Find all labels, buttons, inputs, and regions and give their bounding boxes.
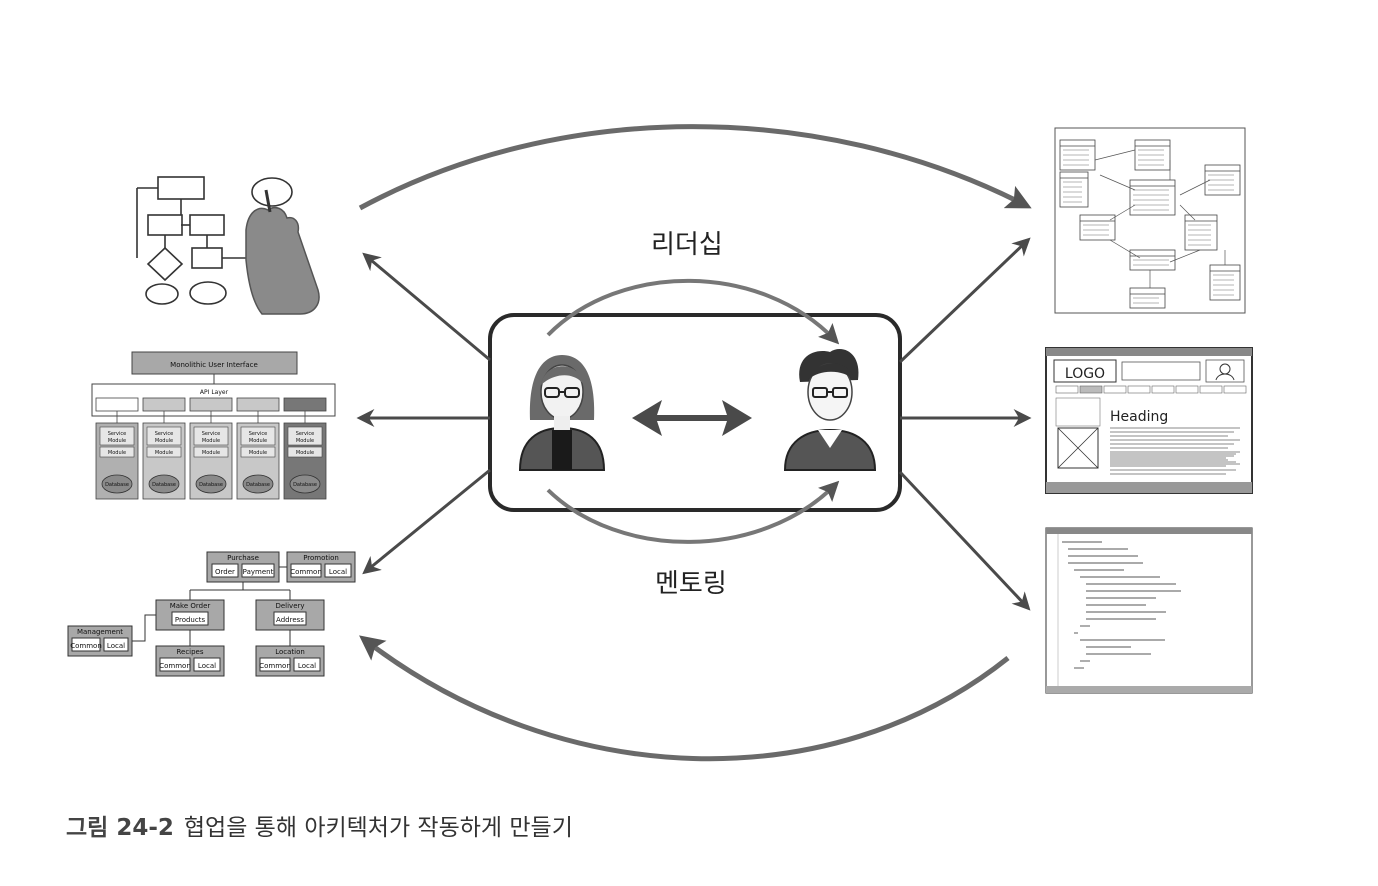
module-label: Module	[202, 438, 220, 444]
svg-text:Management: Management	[77, 628, 123, 636]
wireframe-tab	[1127, 385, 1151, 394]
api-cell	[142, 397, 186, 412]
caption-text: 협업을 통해 아키텍처가 작동하게 만들기	[183, 815, 573, 841]
wireframe-tab	[1103, 385, 1127, 394]
wireframe-logo: LOGO	[1065, 366, 1105, 382]
leadership-curve-arrow	[546, 278, 840, 345]
svg-text:Local: Local	[329, 568, 347, 576]
database-label: Database	[105, 482, 129, 488]
wireframe-tab	[1055, 385, 1079, 394]
flowchart-sketch	[136, 176, 293, 305]
module-label: Module	[249, 450, 267, 456]
wireframe-tab	[1175, 385, 1199, 394]
service-label: Service	[155, 431, 173, 437]
api-cell	[189, 397, 233, 412]
database-icon	[101, 474, 133, 494]
svg-text:Order: Order	[215, 568, 235, 576]
svg-text:Address: Address	[276, 616, 304, 624]
module-label: Module	[155, 438, 173, 444]
service-label: Service	[249, 431, 267, 437]
module-label: Module	[296, 438, 314, 444]
figure-caption: 그림 24-2 협업을 통해 아키텍처가 작동하게 만들기	[66, 808, 573, 842]
woman-avatar-icon	[518, 355, 606, 471]
double-arrow-icon	[632, 400, 752, 436]
svg-text:Make Order: Make Order	[170, 602, 211, 610]
wireframe-tab	[1223, 385, 1247, 394]
service-label: Service	[202, 431, 220, 437]
api-layer-label: API Layer	[200, 389, 229, 396]
uml-class-box	[1184, 214, 1218, 251]
code-window	[1045, 527, 1253, 694]
svg-text:Products: Products	[175, 616, 206, 624]
svg-text:Purchase: Purchase	[227, 554, 259, 562]
uml-class-box	[1059, 171, 1089, 208]
arrow-to-flowchart	[362, 252, 491, 362]
uml-class-box	[1209, 264, 1241, 301]
api-cell	[283, 397, 327, 412]
uml-class-box	[1129, 179, 1176, 216]
svg-text:Delivery: Delivery	[275, 602, 304, 610]
man-avatar-icon	[783, 349, 877, 471]
domain-map-sketch: Purchase Order Payment Promotion Common …	[67, 551, 356, 677]
module-label: Module	[296, 450, 314, 456]
wireframe-heading: Heading	[1110, 409, 1168, 425]
database-icon	[289, 474, 321, 494]
wireframe-mockup: LOGO Heading	[1045, 347, 1253, 494]
module-label: Module	[108, 450, 126, 456]
figure-number: 그림 24-2	[66, 815, 174, 841]
module-label: Module	[155, 450, 173, 456]
svg-text:Recipes: Recipes	[176, 648, 203, 656]
svg-text:Common: Common	[159, 662, 191, 670]
svg-text:Location: Location	[275, 648, 305, 656]
uml-class-box	[1079, 214, 1116, 241]
svg-text:Common: Common	[70, 642, 102, 650]
ui-layer-label: Monolithic User Interface	[170, 361, 258, 369]
wireframe-tab	[1151, 385, 1175, 394]
bottom-outer-curve-arrow	[359, 635, 1010, 762]
module-label: Module	[249, 438, 267, 444]
arrow-to-code	[898, 470, 1031, 611]
mentoring-curve-arrow	[546, 480, 840, 544]
top-outer-curve-arrow	[358, 124, 1032, 211]
svg-text:Promotion: Promotion	[303, 554, 339, 562]
module-label: Module	[108, 438, 126, 444]
database-label: Database	[246, 482, 270, 488]
arrow-to-domain	[362, 468, 491, 575]
database-label: Database	[152, 482, 176, 488]
database-label: Database	[199, 482, 223, 488]
api-cell	[95, 397, 139, 412]
hand-drawing-icon	[245, 189, 320, 315]
api-cell	[236, 397, 280, 412]
wireframe-tab	[1199, 385, 1223, 394]
database-icon	[148, 474, 180, 494]
database-label: Database	[293, 482, 317, 488]
team-box	[488, 313, 902, 512]
wireframe-tab	[1079, 385, 1103, 394]
svg-text:Local: Local	[107, 642, 125, 650]
database-icon	[195, 474, 227, 494]
svg-text:Common: Common	[259, 662, 291, 670]
svg-text:Payment: Payment	[243, 568, 274, 576]
service-label: Service	[108, 431, 126, 437]
svg-text:Local: Local	[298, 662, 316, 670]
arrow-to-uml	[898, 237, 1031, 364]
module-label: Module	[202, 450, 220, 456]
leadership-label: 리더십	[651, 230, 723, 260]
mentoring-label: 멘토링	[655, 569, 727, 599]
uml-class-diagram	[1054, 127, 1246, 314]
database-icon	[242, 474, 274, 494]
svg-text:Local: Local	[198, 662, 216, 670]
layered-architecture-sketch: Monolithic User Interface API Layer Serv…	[91, 351, 336, 500]
svg-text:Common: Common	[290, 568, 322, 576]
service-label: Service	[296, 431, 314, 437]
